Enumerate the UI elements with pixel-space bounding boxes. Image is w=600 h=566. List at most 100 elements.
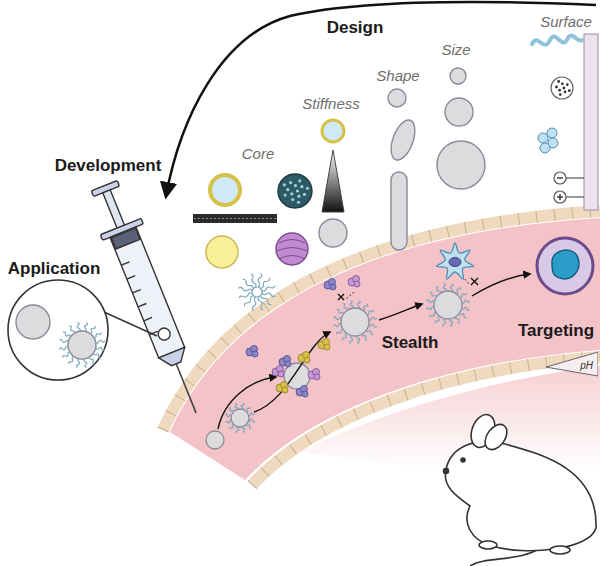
blood-vessel <box>170 218 600 480</box>
peg-coating <box>249 413 255 416</box>
core-dots <box>306 187 309 190</box>
protein-blob <box>298 352 310 364</box>
peg-coating <box>226 420 232 423</box>
peg-coating <box>333 300 376 343</box>
peg-coating <box>343 304 348 311</box>
peg-coating <box>357 336 360 344</box>
surface-features <box>554 172 566 184</box>
peg-coating <box>63 332 70 337</box>
protein-blob <box>318 339 330 351</box>
protein-blob <box>308 369 320 381</box>
surface-dots <box>561 82 564 85</box>
protein-blob <box>304 357 310 363</box>
particle-journey <box>379 304 422 320</box>
surface-dots <box>564 91 567 94</box>
shape-particles <box>386 117 419 163</box>
stage-label: Design <box>327 18 384 38</box>
core-dots <box>297 195 300 198</box>
peg-coating <box>333 317 341 320</box>
peg-coating <box>337 329 344 334</box>
mouse-figure <box>461 458 465 462</box>
surface-features <box>566 177 584 178</box>
peg-coating <box>342 334 347 341</box>
syringe <box>110 227 185 358</box>
peg-coating <box>89 357 94 365</box>
particle-journey <box>537 238 593 294</box>
peg-coating <box>460 313 467 318</box>
peg-coating <box>435 317 440 324</box>
peg-coating <box>84 322 87 331</box>
particle-journey <box>345 292 354 300</box>
surface-features <box>584 34 598 210</box>
protein-blob <box>314 374 320 380</box>
property-label: Surface <box>540 13 592 30</box>
surface-features <box>532 35 582 44</box>
syringe <box>103 190 125 230</box>
core-dots <box>291 198 294 201</box>
size-particles <box>437 141 485 189</box>
stiffness-particles <box>319 219 347 247</box>
peg-coating <box>369 324 377 327</box>
peg-coating <box>77 322 80 331</box>
stage-label: Targeting <box>518 321 594 341</box>
surface-dots <box>557 80 560 83</box>
peg-coating <box>443 283 446 291</box>
surface-features <box>532 34 598 210</box>
protein-blob <box>302 391 308 397</box>
particle-journey <box>206 238 593 449</box>
peg-coating <box>362 334 367 341</box>
peg-coating <box>235 404 238 410</box>
peg-coating <box>350 300 353 308</box>
peg-coating <box>76 359 79 368</box>
wedge-outline <box>546 352 598 376</box>
peg-coating <box>456 287 461 294</box>
property-label: Shape <box>376 67 419 84</box>
particle-journey <box>341 308 369 336</box>
particle-journey <box>254 332 330 412</box>
peg-coating <box>363 304 368 311</box>
peg-coating <box>426 300 434 303</box>
mouse-figure <box>550 546 570 554</box>
syringe <box>138 303 146 306</box>
mouse-figure <box>479 541 497 549</box>
core-dots <box>286 188 289 191</box>
core-dots <box>303 193 306 196</box>
peg-coating <box>430 312 437 317</box>
property-label: Stiffness <box>302 95 360 112</box>
protein-blob <box>282 387 288 393</box>
mouse-figure <box>445 441 596 550</box>
peg-coating <box>252 297 256 311</box>
core-particles <box>193 174 312 297</box>
peg-coating <box>369 317 377 320</box>
peg-coating <box>59 347 68 350</box>
peg-coating <box>96 340 105 343</box>
protein-blob <box>330 284 336 290</box>
peg-coating <box>251 274 256 287</box>
stage-label: Application <box>8 259 101 279</box>
peg-coating <box>262 286 275 291</box>
shape-particles <box>386 89 419 250</box>
magnifier-inset <box>104 312 157 336</box>
peg-coating <box>94 332 102 337</box>
design-arrow <box>166 2 596 196</box>
syringe <box>144 317 152 320</box>
core-dots <box>296 189 299 192</box>
peg-coating <box>247 424 252 428</box>
protein-blob <box>296 386 308 398</box>
peg-coating <box>450 319 453 327</box>
core-dots <box>283 179 309 204</box>
peg-coating <box>460 293 467 298</box>
core-dots <box>283 183 286 186</box>
surface-features <box>554 191 566 203</box>
peg-coating <box>238 273 275 310</box>
peg-coating <box>333 324 341 327</box>
protein-blob <box>276 382 288 394</box>
peg-coating <box>337 309 344 314</box>
core-particles <box>278 174 312 208</box>
size-particles <box>450 68 466 84</box>
peg-coating <box>246 407 250 412</box>
property-label: Core <box>242 145 275 162</box>
peg-coating <box>59 339 68 342</box>
peg-coating <box>443 319 446 327</box>
magnifier-inset <box>8 280 108 380</box>
